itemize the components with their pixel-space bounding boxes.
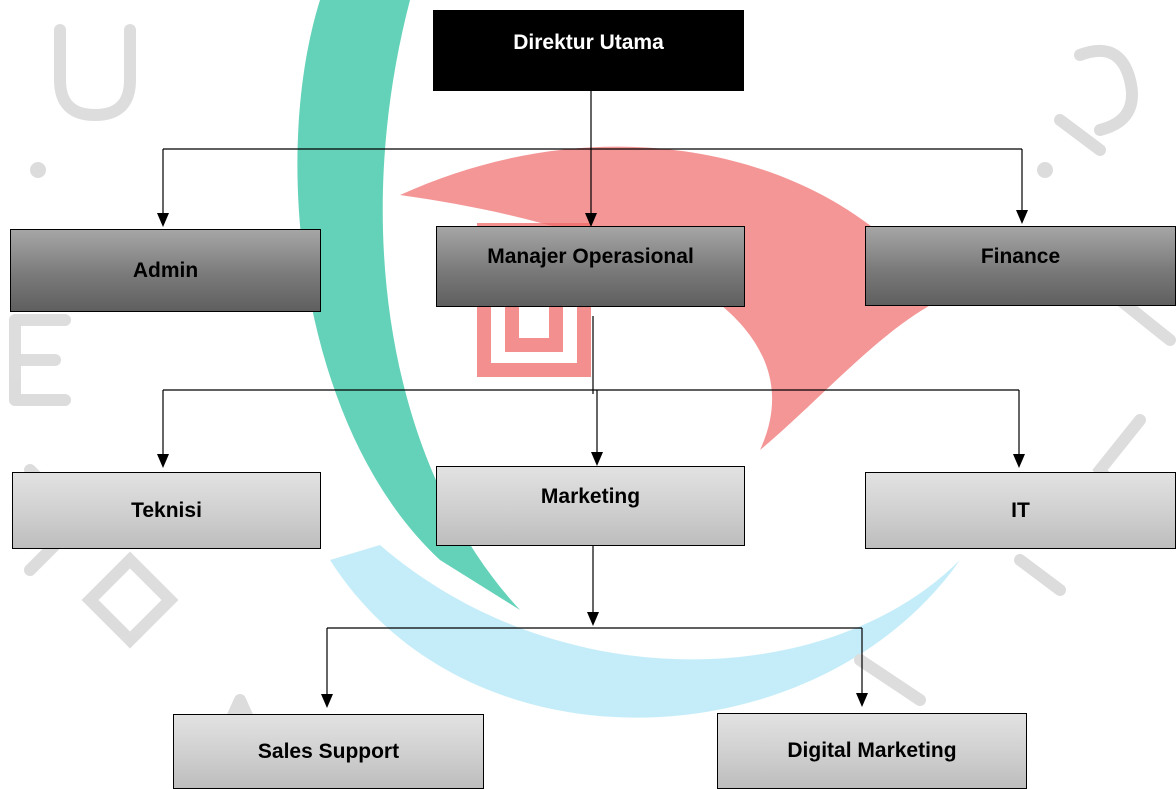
node-direktur-utama: Direktur Utama bbox=[433, 10, 744, 91]
watermark-teal-arc bbox=[297, 0, 520, 610]
node-sales-support: Sales Support bbox=[173, 714, 484, 789]
arrow-head-icon bbox=[321, 694, 333, 708]
node-admin: Admin bbox=[10, 229, 321, 312]
node-label: Teknisi bbox=[131, 498, 202, 522]
arrow-head-icon bbox=[856, 693, 868, 707]
arrow-head-icon bbox=[591, 452, 603, 466]
node-teknisi: Teknisi bbox=[12, 472, 321, 549]
node-it: IT bbox=[865, 472, 1176, 549]
node-label: Digital Marketing bbox=[787, 739, 957, 762]
node-label: IT bbox=[1011, 498, 1030, 522]
watermark-red-arc bbox=[400, 146, 940, 450]
arrow-head-icon bbox=[587, 612, 599, 626]
node-label: Admin bbox=[132, 258, 199, 282]
arrow-head-icon bbox=[1013, 454, 1025, 468]
arrow-head-icon bbox=[157, 213, 169, 227]
node-marketing: Marketing bbox=[436, 466, 745, 546]
arrow-head-icon bbox=[585, 213, 597, 227]
node-label: Marketing bbox=[540, 485, 641, 508]
node-label: Finance bbox=[980, 245, 1061, 268]
node-finance: Finance bbox=[865, 226, 1176, 306]
arrow-head-icon bbox=[157, 454, 169, 468]
node-label: Manajer Operasional bbox=[487, 245, 694, 268]
watermark-cyan-arc bbox=[330, 545, 960, 718]
node-label: Direktur Utama bbox=[513, 31, 664, 54]
arrow-head-icon bbox=[1016, 210, 1028, 224]
node-label: Sales Support bbox=[257, 739, 400, 763]
node-digital-marketing: Digital Marketing bbox=[717, 713, 1027, 789]
node-manajer-operasional: Manajer Operasional bbox=[436, 226, 745, 307]
